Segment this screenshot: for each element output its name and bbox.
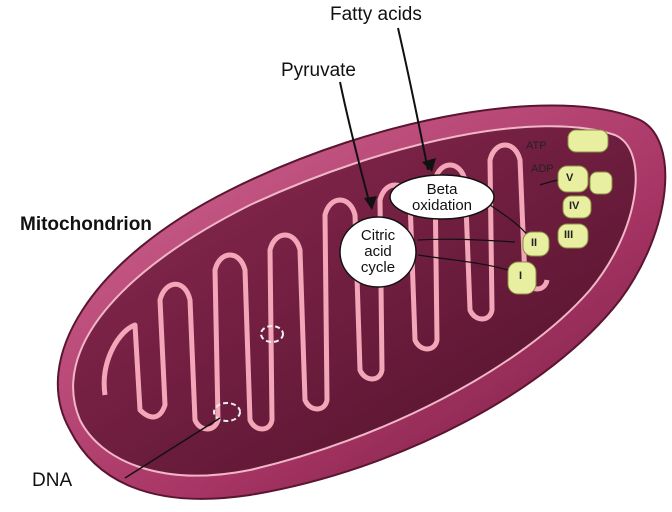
- atp-label: ATP: [526, 140, 547, 152]
- atp-synthase-head: [568, 130, 608, 152]
- acid-line: acid: [340, 244, 416, 260]
- pyruvate-label: Pyruvate: [281, 60, 356, 82]
- mitochondrion-label: Mitochondrion: [20, 214, 152, 236]
- beta-line: Beta: [392, 182, 492, 198]
- complex-ii-label: II: [531, 237, 537, 249]
- fatty-acids-label: Fatty acids: [330, 4, 422, 26]
- complex-v-stalk: [590, 172, 612, 194]
- matrix-cut-face: [73, 126, 636, 475]
- adp-label: ADP: [531, 163, 554, 175]
- dna-label: DNA: [32, 470, 72, 492]
- cycle-line: cycle: [340, 260, 416, 276]
- beta-oxidation-text: Beta oxidation: [392, 182, 492, 214]
- oxidation-line: oxidation: [392, 198, 492, 214]
- citric-line: Citric: [340, 228, 416, 244]
- complex-iv-label: IV: [569, 200, 579, 212]
- citric-acid-cycle-text: Citric acid cycle: [340, 228, 416, 276]
- complex-iii-label: III: [564, 229, 573, 241]
- complex-i-label: I: [519, 270, 522, 282]
- complex-v-label: V: [566, 172, 573, 184]
